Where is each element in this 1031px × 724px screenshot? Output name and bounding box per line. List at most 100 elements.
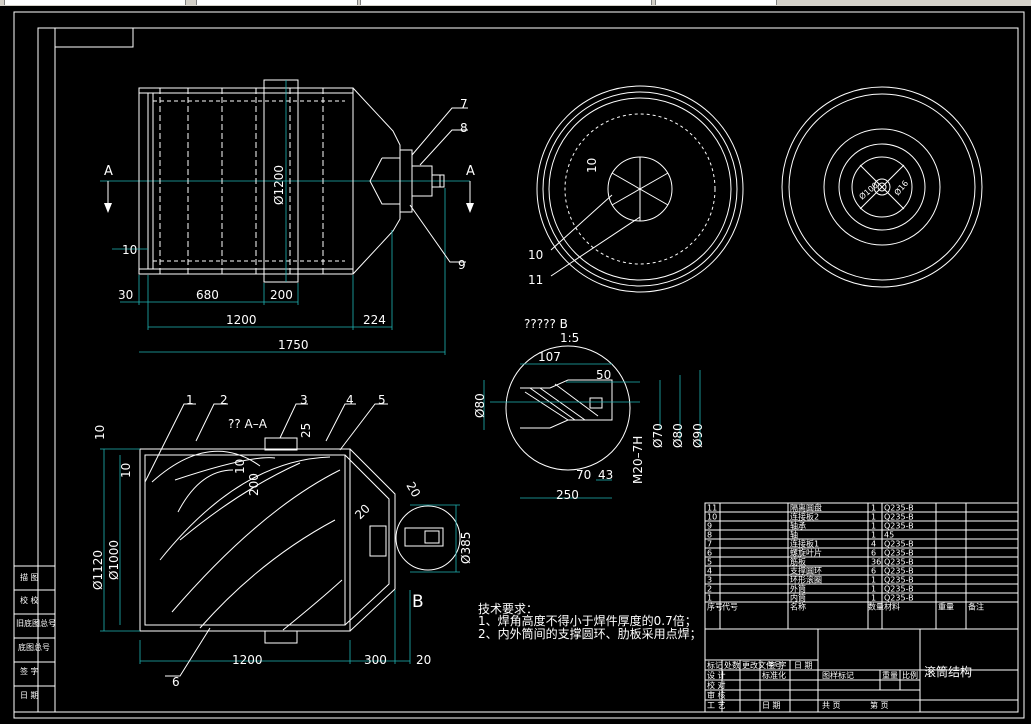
bom-cell: 45 bbox=[884, 531, 894, 540]
tb-stage: 图样标记 bbox=[822, 670, 854, 680]
bom-cell: 1 bbox=[707, 594, 712, 603]
toolbar-field-3[interactable] bbox=[360, 0, 652, 5]
dim-phi80b: Ø80 bbox=[671, 423, 685, 448]
drawing-title: 滚筒结构 bbox=[924, 664, 972, 679]
dim-section-20: 20 bbox=[352, 501, 373, 522]
bom-cell: Q235-B bbox=[884, 540, 914, 549]
section-aa-view: ?? A–A Ø1120 Ø1000 10 10 25 bbox=[91, 417, 473, 667]
left-table-cell: 校 校 bbox=[20, 595, 39, 605]
notes-heading: 技术要求： bbox=[478, 602, 538, 616]
dim-circle-10: 10 bbox=[585, 158, 599, 173]
part-label-7: 7 bbox=[460, 97, 468, 111]
bom-cell: 4 bbox=[871, 540, 876, 549]
left-table-cell: 签 字 bbox=[20, 666, 39, 676]
bom-cell: 环形滚圈 bbox=[790, 575, 822, 585]
bom-cell: 1 bbox=[871, 531, 876, 540]
corner-box bbox=[54, 27, 134, 48]
part-label-1: 1 bbox=[186, 393, 194, 407]
outer-frame bbox=[13, 11, 1025, 719]
dim-phi80: Ø80 bbox=[473, 393, 487, 418]
bom-cell: 6 bbox=[707, 549, 712, 558]
bom-cell: Q235-B bbox=[884, 522, 914, 531]
bom-cell: 轴承 bbox=[790, 521, 806, 531]
dim-10a: 10 bbox=[93, 425, 107, 440]
left-table-cell: 日 期 bbox=[20, 691, 39, 700]
dim-680: 680 bbox=[196, 288, 219, 302]
left-side-table: 描 图 校 校 旧底图总号 底图总号 签 字 日 期 bbox=[13, 565, 56, 713]
dim-250: 250 bbox=[556, 488, 579, 502]
bom-cell: 内筒 bbox=[790, 593, 806, 603]
tb-check: 校 对 bbox=[707, 680, 726, 690]
tb-date2: 日 期 bbox=[762, 701, 781, 710]
tb-mark: 标记 bbox=[707, 660, 723, 670]
bom-cell: Q235-B bbox=[884, 513, 914, 522]
bom-header-cell: 序号 bbox=[707, 602, 723, 612]
side-view-right: Ø100 Ø16 bbox=[781, 86, 983, 288]
part-label-4: 4 bbox=[346, 393, 354, 407]
part-label-2: 2 bbox=[220, 393, 228, 407]
dim-20b: 20 bbox=[416, 653, 431, 667]
detail-title: ????? B bbox=[524, 317, 568, 331]
toolbar-field-2[interactable] bbox=[196, 0, 358, 5]
bom-cell: 6 bbox=[871, 567, 876, 576]
top-dimensions: 30 680 200 1200 224 1750 10 Ø1200 bbox=[112, 80, 446, 355]
bom-cell: 连接板2 bbox=[790, 512, 819, 522]
bom-cell: 4 bbox=[707, 567, 712, 576]
tb-process: 工 艺 bbox=[707, 701, 726, 710]
part-label-8: 8 bbox=[460, 121, 468, 135]
dim-phi1000: Ø1000 bbox=[107, 540, 121, 580]
bom-cell: 10 bbox=[707, 513, 717, 522]
drawing-canvas[interactable]: 描 图 校 校 旧底图总号 底图总号 签 字 日 期 A bbox=[0, 6, 1031, 724]
dim-phi1120: Ø1120 bbox=[91, 550, 105, 590]
bom-header-cell: 代号 bbox=[722, 602, 738, 612]
tb-date: 日 期 bbox=[794, 661, 813, 670]
bom-cell: 7 bbox=[707, 540, 712, 549]
tb-sheet: 第 页 bbox=[870, 700, 889, 710]
bom-cell: 1 bbox=[871, 576, 876, 585]
inner-frame bbox=[37, 27, 1019, 713]
dim-20: 20 bbox=[403, 480, 423, 500]
tb-scale: 比例 bbox=[902, 670, 918, 680]
dim-1200: 1200 bbox=[226, 313, 257, 327]
dim-10: 10 bbox=[122, 243, 137, 257]
tb-sheets: 共 页 bbox=[822, 701, 841, 710]
part-leaders-section: 1 2 3 4 5 6 bbox=[144, 393, 388, 689]
toolbar-field-4[interactable] bbox=[655, 0, 777, 5]
dim-43: 43 bbox=[598, 468, 613, 482]
section-aa-label: ?? A–A bbox=[228, 417, 268, 431]
part-leaders-top: 7 8 9 bbox=[409, 97, 468, 272]
bom-cell: 外筒 bbox=[790, 584, 806, 594]
dim-200: 200 bbox=[270, 288, 293, 302]
cad-drawing: 描 图 校 校 旧底图总号 底图总号 签 字 日 期 A bbox=[13, 11, 1025, 719]
detail-b-view: ????? B 1:5 107 50 Ø80 Ø70 Ø80 Ø90 M20–7… bbox=[473, 317, 705, 502]
bom-cell: 隔离圆盘 bbox=[790, 503, 822, 513]
left-table-cell: 描 图 bbox=[20, 572, 39, 582]
bom-header-cell: 重量 bbox=[938, 602, 954, 612]
detail-scale: 1:5 bbox=[560, 331, 579, 345]
bom-cell: Q235-B bbox=[884, 567, 914, 576]
dim-phi70: Ø70 bbox=[651, 423, 665, 448]
bom-cell: 3 bbox=[707, 576, 712, 585]
dim-70: 70 bbox=[576, 468, 591, 482]
bom-cell: 1 bbox=[871, 504, 876, 513]
bom-cell: 轴 bbox=[790, 530, 798, 540]
side-view-left: 10 11 10 bbox=[528, 85, 744, 293]
part-label-10: 10 bbox=[528, 248, 543, 262]
bom-cell: 1 bbox=[871, 594, 876, 603]
part-label-5: 5 bbox=[378, 393, 386, 407]
tb-change: 更改文件号 bbox=[742, 660, 782, 670]
tb-sign: 签 字 bbox=[768, 660, 787, 670]
bom-cell: Q235-B bbox=[884, 576, 914, 585]
bom-cell: 螺旋叶片 bbox=[790, 548, 822, 558]
part-label-11: 11 bbox=[528, 273, 543, 287]
toolbar-field-1[interactable] bbox=[4, 0, 186, 5]
tb-review: 审 核 bbox=[707, 690, 726, 700]
tb-std: 标准化 bbox=[762, 670, 786, 680]
bom-cell: Q235-B bbox=[884, 594, 914, 603]
dim-m20: M20–7H bbox=[631, 436, 645, 484]
bom-header-cell: 备注 bbox=[968, 602, 984, 612]
bom-cell: Q235-B bbox=[884, 549, 914, 558]
notes-line-2: 2、内外筒间的支撑圆环、肋板采用点焊； bbox=[478, 626, 702, 641]
bom-header-cell: 名称 bbox=[790, 602, 806, 612]
